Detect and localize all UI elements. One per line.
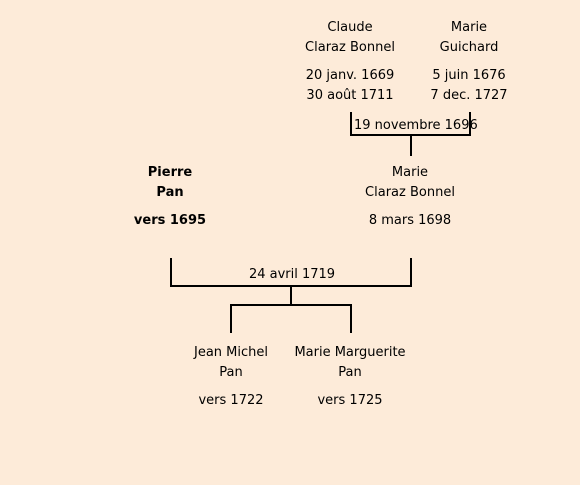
birth-date: 5 juin 1676 <box>432 68 506 83</box>
person-jean-michel-pan[interactable]: Jean Michel Pan vers 1722 <box>166 343 296 411</box>
spacer <box>404 58 534 66</box>
last-name: Claraz Bonnel <box>365 185 455 200</box>
first-name: Claude <box>327 20 373 35</box>
spacer <box>345 203 475 211</box>
last-name: Pan <box>156 185 184 200</box>
birth-date: vers 1725 <box>317 393 383 408</box>
first-name: Marie <box>450 20 488 35</box>
spacer <box>285 58 415 66</box>
child-connector <box>350 304 352 333</box>
connector-line <box>469 112 471 136</box>
person-marie-guichard[interactable]: Marie Guichard 5 juin 1676 7 dec. 1727 <box>404 18 534 106</box>
descent-line <box>290 285 292 305</box>
first-name: Marie <box>391 165 429 180</box>
connector-line <box>410 258 412 287</box>
person-marie-claraz-bonnel[interactable]: Marie Claraz Bonnel 8 mars 1698 <box>345 163 475 231</box>
last-name: Pan <box>219 365 243 380</box>
birth-date: vers 1695 <box>133 213 207 228</box>
birth-date: 8 mars 1698 <box>368 213 452 228</box>
first-name: Pierre <box>147 165 193 180</box>
death-date: 30 août 1711 <box>306 88 394 103</box>
first-name: Jean Michel <box>194 345 268 360</box>
last-name: Claraz Bonnel <box>305 40 395 55</box>
person-pierre-pan[interactable]: Pierre Pan vers 1695 <box>105 163 235 231</box>
spacer <box>166 383 296 391</box>
last-name: Guichard <box>439 40 499 55</box>
child-connector <box>230 304 232 333</box>
marriage-date: 24 avril 1719 <box>240 267 344 283</box>
marriage-date: 19 novembre 1696 <box>352 118 478 134</box>
first-name: Marie Marguerite <box>294 345 406 360</box>
birth-date: 20 janv. 1669 <box>305 68 395 83</box>
spacer <box>105 203 235 211</box>
person-marie-marguerite-pan[interactable]: Marie Marguerite Pan vers 1725 <box>285 343 415 411</box>
death-date: 7 dec. 1727 <box>430 88 508 103</box>
birth-date: vers 1722 <box>198 393 264 408</box>
descent-line <box>410 134 412 156</box>
connector-line <box>350 112 352 136</box>
person-claude-claraz-bonnel[interactable]: Claude Claraz Bonnel 20 janv. 1669 30 ao… <box>285 18 415 106</box>
children-line <box>230 304 352 306</box>
last-name: Pan <box>338 365 362 380</box>
connector-line <box>170 258 172 287</box>
spacer <box>285 383 415 391</box>
